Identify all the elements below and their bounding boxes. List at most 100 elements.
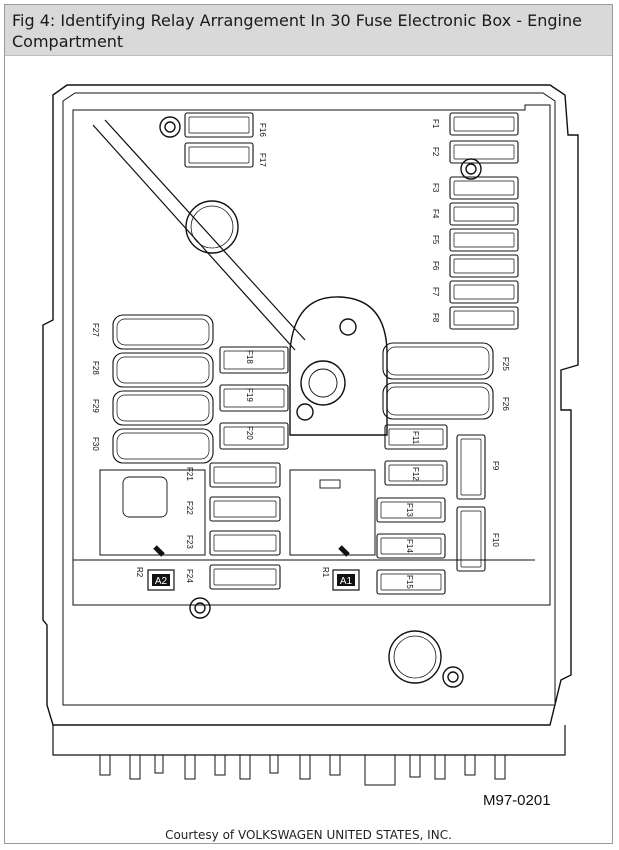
fuse-body xyxy=(116,432,210,460)
fuse-body xyxy=(453,284,515,300)
fuse-label-f7: F7 xyxy=(431,287,440,297)
fuse-body xyxy=(453,180,515,196)
fuse-label-f20: F20 xyxy=(245,426,254,440)
fuse-label-f19: F19 xyxy=(245,388,254,402)
fuse-label-f4: F4 xyxy=(431,209,440,219)
relay-tag-a1-text: A1 xyxy=(340,576,353,587)
fuse-body xyxy=(453,258,515,274)
fuse-label-f25: F25 xyxy=(501,357,510,371)
relay-tag-a2: A2 xyxy=(147,545,175,591)
fuse-slot xyxy=(382,382,494,420)
fuse-body xyxy=(188,116,250,134)
fuse-label-f14: F14 xyxy=(405,539,414,553)
fuse-body xyxy=(380,537,442,555)
fuse-label-f5: F5 xyxy=(431,235,440,245)
fuse-slot xyxy=(219,384,289,412)
fuse-label-f15: F15 xyxy=(405,575,414,589)
fuse-body xyxy=(116,356,210,384)
fuse-label-f30: F30 xyxy=(91,437,100,451)
fuse-slot xyxy=(376,497,446,523)
fuse-label-f2: F2 xyxy=(431,147,440,157)
fuse-slot xyxy=(456,506,486,572)
fuse-body xyxy=(386,386,490,416)
courtesy-note: Courtesy of VOLKSWAGEN UNITED STATES, IN… xyxy=(165,828,452,842)
fuse-label-f8: F8 xyxy=(431,313,440,323)
fuse-label-f3: F3 xyxy=(431,183,440,193)
fuse-label-f29: F29 xyxy=(91,399,100,413)
fuse-label-f11: F11 xyxy=(411,431,420,445)
fuse-slot xyxy=(449,306,519,330)
fuse-slot xyxy=(219,422,289,450)
relay-label-r2: R2 xyxy=(135,567,144,578)
relay-label-r1: R1 xyxy=(321,567,330,578)
relay-area-left xyxy=(99,469,206,556)
fuse-body xyxy=(453,310,515,326)
fuse-body xyxy=(213,466,277,484)
relay-area-right xyxy=(289,469,376,556)
fuse-label-f6: F6 xyxy=(431,261,440,271)
fuse-body xyxy=(223,426,285,446)
fuse-label-f16: F16 xyxy=(258,123,267,137)
fuse-body xyxy=(223,350,285,370)
fuse-body xyxy=(116,394,210,422)
fuse-label-f18: F18 xyxy=(245,350,254,364)
fuse-body xyxy=(388,428,444,446)
title-bar: Fig 4: Identifying Relay Arrangement In … xyxy=(5,5,612,56)
fuse-slot xyxy=(449,228,519,252)
fuse-label-f21: F21 xyxy=(185,467,194,481)
fuse-label-f17: F17 xyxy=(258,153,267,167)
fuse-body xyxy=(453,206,515,222)
fuse-body xyxy=(453,232,515,248)
fuse-label-f23: F23 xyxy=(185,535,194,549)
fuse-slot xyxy=(209,530,281,556)
mount-hole-upper xyxy=(185,200,239,254)
fuse-label-f27: F27 xyxy=(91,323,100,337)
fuse-body xyxy=(213,500,277,518)
fuse-label-f9: F9 xyxy=(491,461,500,471)
fuse-body xyxy=(453,144,515,160)
diagram-code: M97-0201 xyxy=(483,792,551,809)
fuse-slot xyxy=(112,428,214,464)
fuse-label-f10: F10 xyxy=(491,533,500,547)
fuse-label-f24: F24 xyxy=(185,569,194,583)
inner-panel xyxy=(72,104,551,606)
fuse-body xyxy=(213,568,277,586)
fuse-body xyxy=(460,510,482,568)
relay-tag-a2-text: A2 xyxy=(155,576,168,587)
fuse-body xyxy=(460,438,482,496)
housing-outline xyxy=(42,84,579,726)
fuse-body xyxy=(188,146,250,164)
housing-inner xyxy=(62,92,556,706)
fuse-label-f1: F1 xyxy=(431,119,440,129)
fuse-slot xyxy=(384,460,448,486)
fuse-body xyxy=(213,534,277,552)
fuse-slot xyxy=(456,434,486,500)
fuse-slot xyxy=(382,342,494,380)
fuse-label-f26: F26 xyxy=(501,397,510,411)
fuse-body xyxy=(453,116,515,132)
fuse-slot xyxy=(376,569,446,595)
fuse-slot xyxy=(449,140,519,164)
fuse-body xyxy=(386,346,490,376)
fuse-body xyxy=(223,388,285,408)
fuse-body xyxy=(380,573,442,591)
fuse-slot xyxy=(384,424,448,450)
relay-tag-a1: A1 xyxy=(332,545,360,591)
fuse-body xyxy=(380,501,442,519)
mount-hole-lower xyxy=(388,630,442,684)
fuse-slot xyxy=(219,346,289,374)
fuse-slot xyxy=(209,564,281,590)
figure-frame: Fig 4: Identifying Relay Arrangement In … xyxy=(4,4,613,844)
fuse-slot xyxy=(184,142,254,168)
fuse-label-f12: F12 xyxy=(411,467,420,481)
fuse-slot xyxy=(376,533,446,559)
fuse-body xyxy=(388,464,444,482)
fuse-slot xyxy=(449,280,519,304)
fuse-slot xyxy=(112,352,214,388)
fuse-slot xyxy=(112,390,214,426)
fuse-slot xyxy=(209,496,281,522)
fuse-label-f28: F28 xyxy=(91,361,100,375)
fuse-slot xyxy=(209,462,281,488)
fuse-label-f22: F22 xyxy=(185,501,194,515)
